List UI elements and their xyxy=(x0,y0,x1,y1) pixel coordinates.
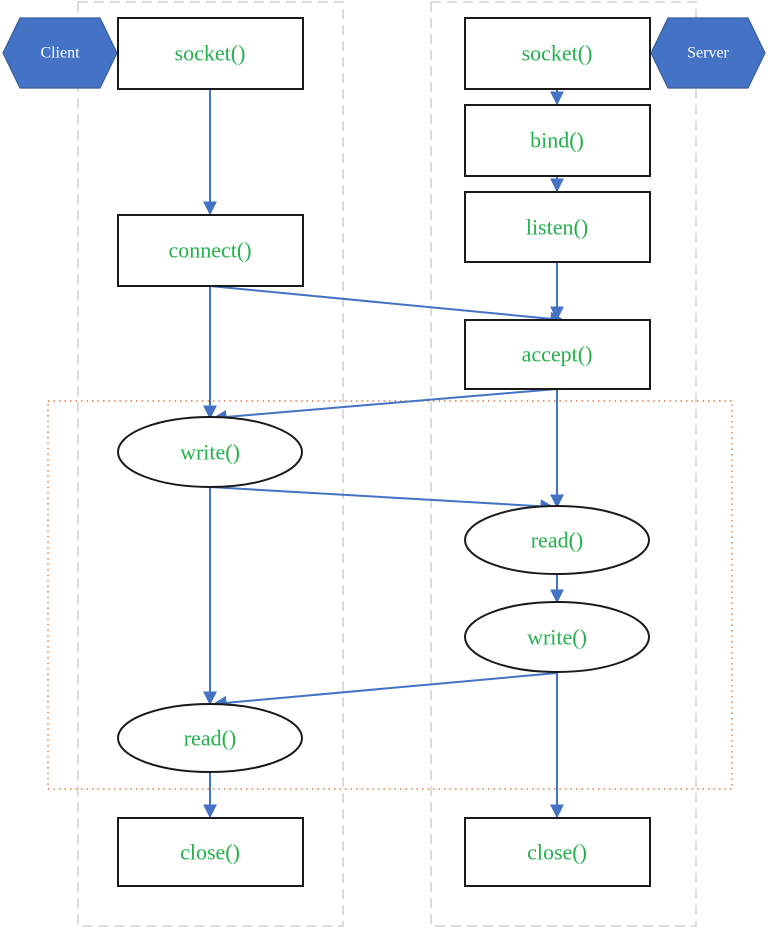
client-read-ellipse xyxy=(117,703,303,773)
server-accept-node: accept() xyxy=(464,319,651,390)
server-socket-box xyxy=(464,17,651,90)
server-socket-node: socket() xyxy=(464,17,651,90)
client-write-label: write() xyxy=(180,440,240,465)
server-read-label: read() xyxy=(531,528,584,553)
server-read-node: read() xyxy=(464,505,650,575)
arrow-accept-to-client-write xyxy=(212,388,558,424)
server-accept-label: accept() xyxy=(522,342,593,367)
server-read-ellipse xyxy=(464,505,650,575)
server-accept-box xyxy=(464,319,651,390)
client-close-node: close() xyxy=(117,817,304,887)
client-read-label: read() xyxy=(184,726,237,751)
client-socket-box xyxy=(117,17,304,90)
server-write-node: write() xyxy=(464,601,650,673)
server-bind-box xyxy=(464,104,651,177)
client-connect-label: connect() xyxy=(168,238,251,263)
server-socket-label: socket() xyxy=(522,41,593,66)
arrow-server-write-to-client-read xyxy=(212,672,558,710)
client-connect-node: connect() xyxy=(117,214,304,287)
server-write-ellipse xyxy=(464,601,650,673)
server-bind-label: bind() xyxy=(530,128,584,153)
client-close-box xyxy=(117,817,304,887)
server-close-node: close() xyxy=(464,817,651,887)
flow-arrows xyxy=(203,89,565,819)
server-lane xyxy=(430,1,697,927)
server-bind-node: bind() xyxy=(464,104,651,177)
server-tag-label: Server xyxy=(687,45,729,62)
client-write-ellipse xyxy=(117,416,303,488)
arrow-connect-to-accept xyxy=(209,285,565,326)
server-tag-hexagon xyxy=(650,17,766,89)
client-write-node: write() xyxy=(117,416,303,488)
server-tag: Server xyxy=(650,17,766,89)
server-listen-node: listen() xyxy=(464,191,651,263)
client-socket-label: socket() xyxy=(175,41,246,66)
client-close-label: close() xyxy=(180,840,240,865)
client-tag: Client xyxy=(2,17,118,89)
server-write-label: write() xyxy=(527,625,587,650)
client-tag-label: Client xyxy=(40,45,80,62)
server-close-box xyxy=(464,817,651,887)
client-lane xyxy=(77,1,344,927)
data-exchange-region xyxy=(47,400,733,790)
client-socket-node: socket() xyxy=(117,17,304,90)
server-listen-label: listen() xyxy=(526,215,588,240)
server-close-label: close() xyxy=(527,840,587,865)
client-read-node: read() xyxy=(117,703,303,773)
arrow-client-write-to-server-read xyxy=(209,486,555,514)
client-connect-box xyxy=(117,214,304,287)
server-listen-box xyxy=(464,191,651,263)
